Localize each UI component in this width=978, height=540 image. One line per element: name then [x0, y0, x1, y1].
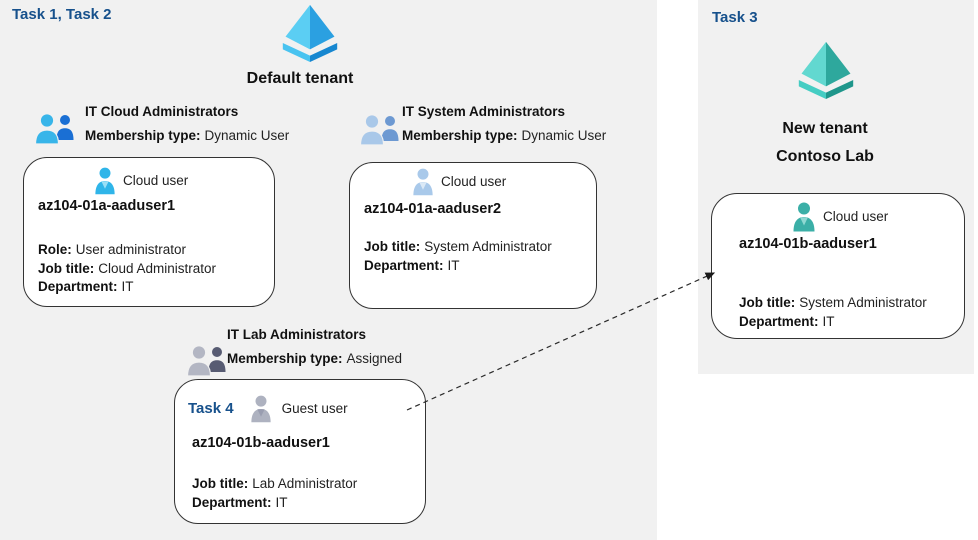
card-header: Cloud user	[94, 166, 188, 195]
cloud-user-icon	[412, 167, 434, 196]
field-role: Role:User administrator	[38, 242, 187, 257]
task-1-2-label: Task 1, Task 2	[12, 6, 112, 23]
cloud-user-icon	[792, 201, 816, 232]
azure-ad-blue-icon	[281, 3, 339, 63]
field-job-title: Job title:Cloud Administrator	[38, 260, 217, 276]
new-tenant-label-line1: New tenant	[782, 120, 868, 137]
task-3-label: Task 3	[712, 9, 758, 26]
membership-type-label: Membership type:	[85, 128, 201, 143]
group-name-it-cloud-admins: IT Cloud Administrators	[85, 104, 239, 119]
field-job-title: Job title:System Administrator	[739, 295, 927, 310]
user-type-label: Cloud user	[823, 209, 889, 224]
group-membership-it-cloud-admins: Membership type:Dynamic User	[85, 128, 289, 143]
user-type-label: Cloud user	[123, 173, 189, 188]
group-name-it-lab-admins: IT Lab Administrators	[227, 327, 367, 342]
user-type-label: Cloud user	[441, 174, 507, 189]
field-job-title: Job title:Lab Administrator	[192, 476, 358, 491]
membership-type-value: Dynamic User	[204, 128, 290, 143]
field-department: Department:IT	[739, 313, 835, 329]
field-department: Department:IT	[364, 257, 460, 273]
field-job-title: Job title:System Administrator	[364, 239, 552, 254]
user-name: az104-01a-aaduser1	[38, 198, 176, 214]
membership-type-value: Dynamic User	[521, 128, 607, 143]
card-header: Cloud user	[792, 201, 888, 232]
field-department: Department:IT	[38, 279, 134, 294]
user-name: az104-01a-aaduser2	[364, 201, 502, 217]
group-name-it-system-admins: IT System Administrators	[402, 104, 566, 119]
task-4-label: Task 4	[188, 400, 234, 417]
card-header: Cloud user	[412, 167, 506, 196]
user-card-aaduser1: Cloud user az104-01a-aaduser1 Role:User …	[23, 157, 275, 307]
user-fields: Job title:System Administrator Departmen…	[364, 238, 552, 275]
card-header: Task 4 Guest user	[188, 394, 348, 423]
user-card-aaduser2: Cloud user az104-01a-aaduser2 Job title:…	[349, 162, 597, 309]
user-name: az104-01b-aaduser1	[192, 435, 330, 451]
group-icon-it-system-admins	[359, 111, 401, 147]
user-card-new-tenant-aaduser1: Cloud user az104-01b-aaduser1 Job title:…	[711, 193, 965, 339]
user-name: az104-01b-aaduser1	[739, 236, 877, 252]
user-card-guest-aaduser1: Task 4 Guest user az104-01b-aaduser1 Job…	[174, 379, 426, 524]
group-membership-it-system-admins: Membership type:Dynamic User	[402, 128, 606, 143]
membership-type-label: Membership type:	[402, 128, 518, 143]
cloud-user-icon	[94, 166, 116, 195]
group-membership-it-lab-admins: Membership type:Assigned	[227, 351, 402, 366]
field-department: Department:IT	[192, 494, 288, 510]
group-icon-it-lab-admins	[186, 342, 228, 378]
azure-ad-teal-icon	[797, 39, 855, 101]
group-icon-it-cloud-admins	[34, 110, 76, 146]
user-fields: Job title:Lab Administrator Department:I…	[192, 475, 357, 512]
membership-type-label: Membership type:	[227, 351, 343, 366]
user-type-label: Guest user	[281, 401, 348, 416]
default-tenant-label: Default tenant	[246, 70, 354, 87]
new-tenant-label-line2: Contoso Lab	[776, 148, 874, 165]
guest-user-icon	[250, 394, 272, 423]
user-fields: Job title:System Administrator Departmen…	[739, 294, 927, 331]
membership-type-value: Assigned	[346, 351, 403, 366]
user-fields: Role:User administrator Job title:Cloud …	[38, 241, 216, 297]
